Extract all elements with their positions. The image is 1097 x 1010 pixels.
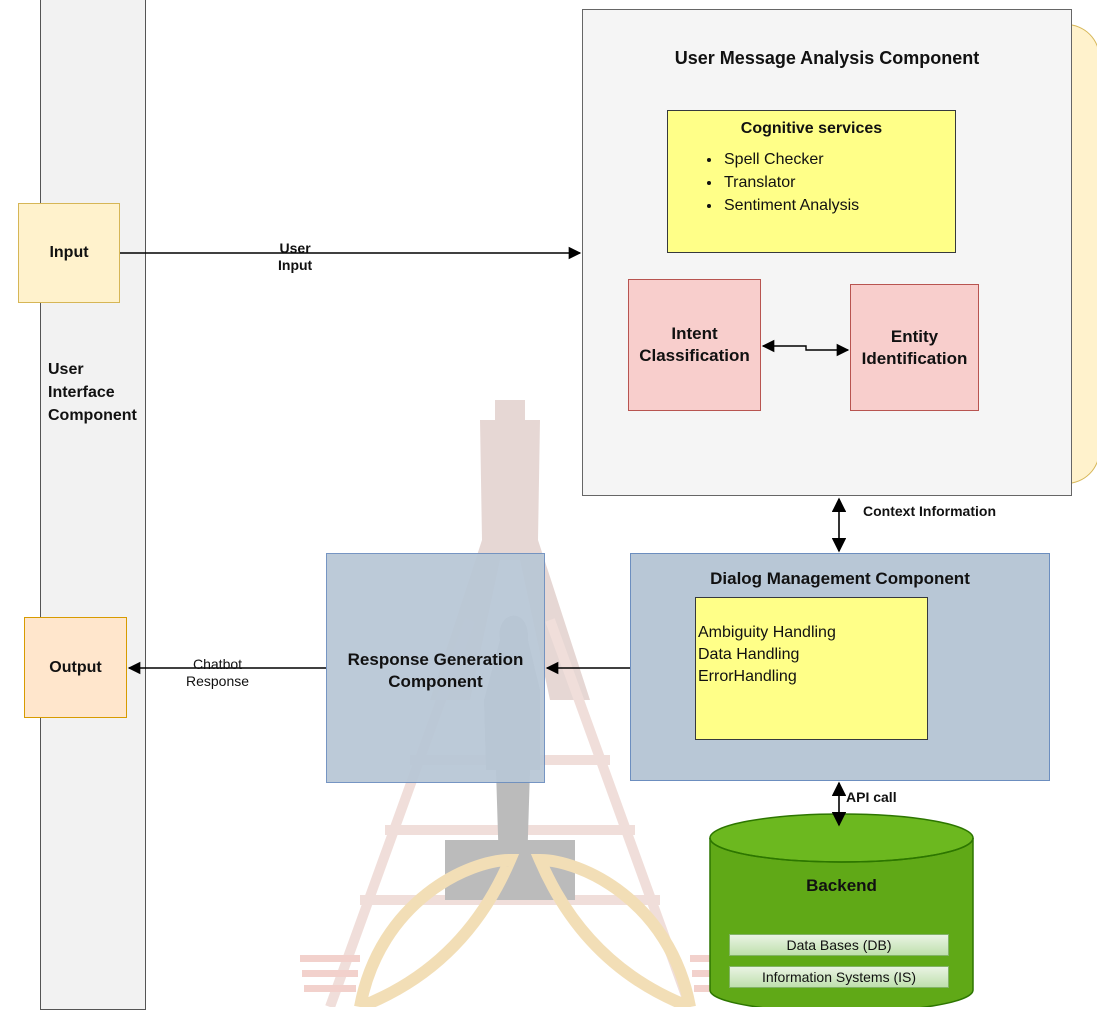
cognitive-service-item: Spell Checker	[722, 148, 859, 171]
output-label: Output	[49, 658, 102, 676]
cognitive-services-box	[667, 110, 956, 253]
backend-database	[709, 813, 974, 1007]
backend-item-db: Data Bases (DB)	[729, 934, 949, 956]
user-input-label-line: User	[279, 240, 311, 256]
handling-list: Ambiguity Handling Data Handling ErrorHa…	[698, 622, 836, 688]
user-interface-component	[40, 0, 146, 1010]
ui-label-line: User	[48, 361, 84, 378]
handling-item: Data Handling	[698, 646, 800, 663]
dialog-management-title: Dialog Management Component	[710, 569, 970, 588]
cognitive-service-item: Translator	[722, 171, 859, 194]
context-information-label: Context Information	[863, 503, 996, 520]
api-call-label: API call	[846, 789, 897, 805]
response-generation-label: Response Generation Component	[326, 649, 545, 693]
cognitive-services-list: Spell Checker Translator Sentiment Analy…	[704, 148, 859, 217]
input-node: Input	[18, 203, 120, 303]
entity-identification-label: Entity Identification	[861, 326, 968, 368]
cognitive-service-item: Sentiment Analysis	[722, 194, 859, 217]
response-label-line: Component	[388, 672, 483, 691]
user-input-label: User Input	[278, 240, 312, 274]
entity-identification-node: Entity Identification	[850, 284, 979, 411]
intent-classification-node: Intent Classification	[628, 279, 761, 411]
handling-box	[695, 597, 928, 740]
response-generation-component	[326, 553, 545, 783]
response-label-line: Response Generation	[347, 650, 524, 669]
intent-classification-label: Intent Classification	[639, 324, 750, 365]
ui-label-line: Interface	[48, 384, 115, 401]
user-input-label-line: Input	[278, 257, 313, 273]
backend-title: Backend	[806, 876, 877, 895]
handling-item: Ambiguity Handling	[698, 624, 836, 641]
input-label: Input	[49, 244, 89, 261]
ui-label-line: Component	[48, 407, 137, 424]
cognitive-services-title: Cognitive services	[740, 120, 883, 137]
user-interface-component-label: User Interface Component	[48, 358, 137, 427]
output-node: Output	[24, 617, 127, 718]
backend-item-is: Information Systems (IS)	[729, 966, 949, 988]
handling-item: ErrorHandling	[698, 668, 797, 685]
chatbot-response-label-line: Response	[186, 673, 250, 689]
chatbot-response-label: Chatbot Response	[186, 656, 249, 690]
chatbot-response-label-line: Chatbot	[193, 656, 243, 672]
uma-title: User Message Analysis Component	[674, 48, 980, 68]
